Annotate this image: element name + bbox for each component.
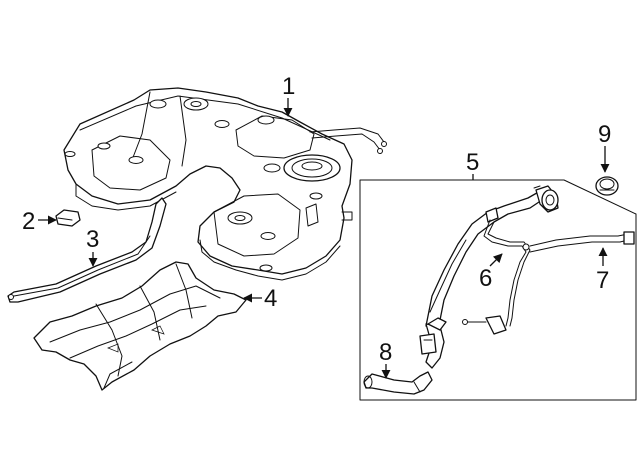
hose-elbow	[363, 371, 433, 395]
pad	[55, 209, 81, 227]
tank-strap	[7, 197, 167, 303]
filler-pipe-assembly	[359, 179, 637, 401]
fuel-cap	[595, 176, 619, 196]
callouts: 1 2 3 4 5 6 7 8 9	[22, 73, 611, 379]
callout-8: 8	[379, 339, 392, 366]
heat-shield	[33, 261, 247, 391]
callout-2: 2	[22, 208, 35, 235]
callout-1: 1	[282, 73, 295, 100]
callout-5: 5	[466, 149, 479, 176]
callout-4: 4	[264, 285, 277, 312]
callout-6: 6	[479, 265, 492, 292]
callout-7: 7	[596, 267, 609, 294]
callout-9: 9	[598, 121, 611, 148]
assembly-frame	[359, 179, 637, 401]
fuel-tank	[63, 87, 387, 281]
callout-3: 3	[86, 226, 99, 253]
